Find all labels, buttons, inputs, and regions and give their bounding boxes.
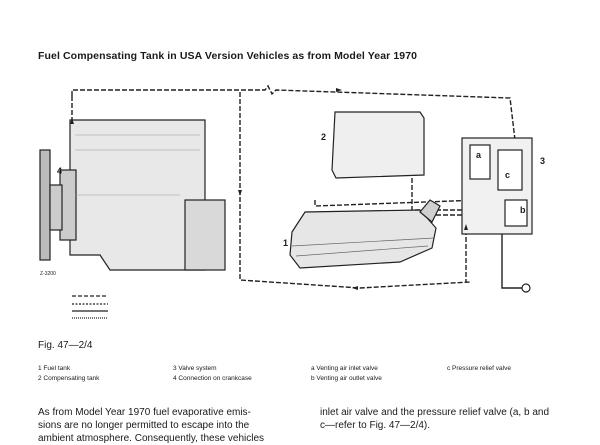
body-line: sions are no longer permitted to escape … xyxy=(38,420,250,431)
legend-column-2: 3 Valve system 4 Connection on crankcase xyxy=(173,364,252,384)
callout-1: 1 xyxy=(283,238,289,248)
legend-item: a Venting air inlet valve xyxy=(311,365,378,372)
body-line: As from Model Year 1970 fuel evaporative… xyxy=(38,407,251,418)
compensating-tank xyxy=(331,111,425,179)
legend-item: b Venting air outlet valve xyxy=(311,375,382,382)
callout-4: 4 xyxy=(57,166,63,176)
body-line: inlet air valve and the pressure relief … xyxy=(320,407,550,418)
legend-column-4: c Pressure relief valve xyxy=(447,364,511,374)
legend-column-1: 1 Fuel tank 2 Compensating tank xyxy=(38,364,99,384)
figure-title: Fuel Compensating Tank in USA Version Ve… xyxy=(38,50,418,62)
legend-column-3: a Venting air inlet valve b Venting air … xyxy=(311,364,382,384)
callout-b: b xyxy=(520,205,526,215)
body-text-left: As from Model Year 1970 fuel evaporative… xyxy=(38,406,264,445)
callout-3: 3 xyxy=(540,156,546,166)
callout-c: c xyxy=(505,170,511,180)
body-text-right: inlet air valve and the pressure relief … xyxy=(320,406,549,432)
valve-system xyxy=(461,137,533,235)
figure-code: Z-3200 xyxy=(40,271,56,277)
legend-item: 3 Valve system xyxy=(173,365,217,372)
legend-item: 4 Connection on crankcase xyxy=(173,375,252,382)
legend-item: c Pressure relief valve xyxy=(447,365,511,372)
legend-item: 1 Fuel tank xyxy=(38,365,71,372)
figure-caption: Fig. 47—2/4 xyxy=(38,340,93,351)
callout-2: 2 xyxy=(321,132,327,142)
fuel-tank xyxy=(289,199,441,269)
body-line: c—refer to Fig. 47—2/4). xyxy=(320,420,431,431)
callout-a: a xyxy=(476,150,482,160)
legend-item: 2 Compensating tank xyxy=(38,375,100,382)
